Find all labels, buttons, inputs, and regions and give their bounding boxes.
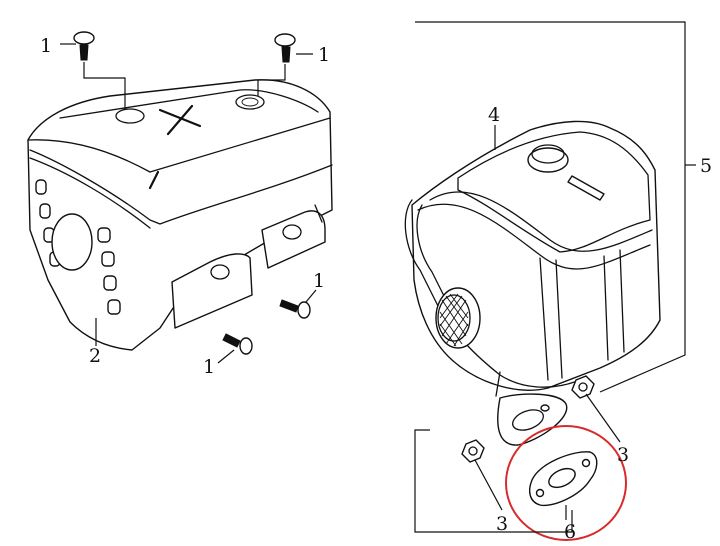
callout-cover: 2 [89, 345, 101, 367]
gasket [528, 451, 598, 507]
callout-muffler: 4 [488, 104, 500, 126]
highlight-circle [505, 425, 627, 541]
callout-screw-top-right: 1 [318, 44, 330, 66]
callout-nut-right: 3 [617, 444, 629, 466]
muffler-body [404, 120, 661, 446]
callout-screw-bottom: 1 [203, 356, 215, 378]
nut-right [571, 375, 595, 399]
screw-bottom [222, 333, 253, 355]
assembly-bracket [415, 21, 686, 393]
screw-top-left [73, 31, 95, 61]
screw-right [279, 299, 311, 319]
callout-gasket: 6 [564, 521, 576, 543]
callout-nut-left: 3 [496, 513, 508, 535]
muffler-cover [27, 79, 333, 351]
callout-screw-top-left: 1 [40, 35, 52, 57]
nut-left [461, 439, 485, 463]
screw-top-right [274, 33, 296, 63]
callout-screw-right: 1 [313, 270, 325, 292]
callout-assembly: 5 [700, 155, 712, 177]
